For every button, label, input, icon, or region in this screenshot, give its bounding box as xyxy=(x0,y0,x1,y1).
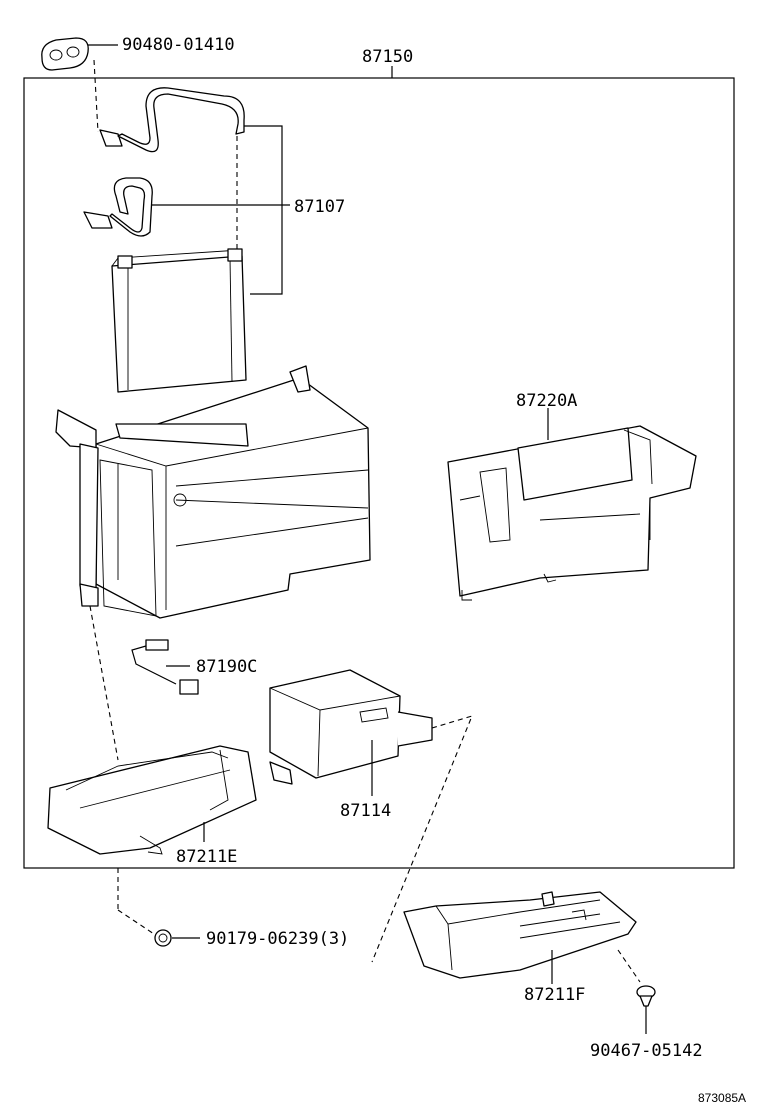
grommet-part[interactable] xyxy=(41,37,89,71)
label-thermistor[interactable]: 87190C xyxy=(196,657,257,677)
label-assembly-87150[interactable]: 87150 xyxy=(362,47,413,67)
lower-tube-part[interactable] xyxy=(83,177,153,237)
label-drain-case[interactable]: 87114 xyxy=(340,801,391,821)
label-duct-f[interactable]: 87211F xyxy=(524,985,585,1005)
nut-part[interactable] xyxy=(154,929,172,947)
label-tubes[interactable]: 87107 xyxy=(294,197,345,217)
evaporator-core-part[interactable] xyxy=(111,248,247,393)
label-case[interactable]: 87220A xyxy=(516,391,577,411)
thermistor-part[interactable] xyxy=(131,639,199,695)
duct-87211e-part[interactable] xyxy=(47,745,257,855)
assembly-frame xyxy=(23,77,735,869)
clip-part[interactable] xyxy=(636,985,656,1007)
drain-case-part[interactable] xyxy=(269,669,433,785)
label-clip[interactable]: 90467-05142 xyxy=(590,1041,703,1061)
diagram-id: 873085A xyxy=(698,1091,746,1105)
label-nut[interactable]: 90179-06239(3) xyxy=(206,929,349,949)
duct-87211f-part[interactable] xyxy=(403,891,637,979)
label-duct-e[interactable]: 87211E xyxy=(176,847,237,867)
upper-tube-part[interactable] xyxy=(99,87,245,153)
case-87220a-part[interactable] xyxy=(447,425,697,601)
label-grommet[interactable]: 90480-01410 xyxy=(122,35,235,55)
evaporator-case-part[interactable] xyxy=(55,365,371,619)
